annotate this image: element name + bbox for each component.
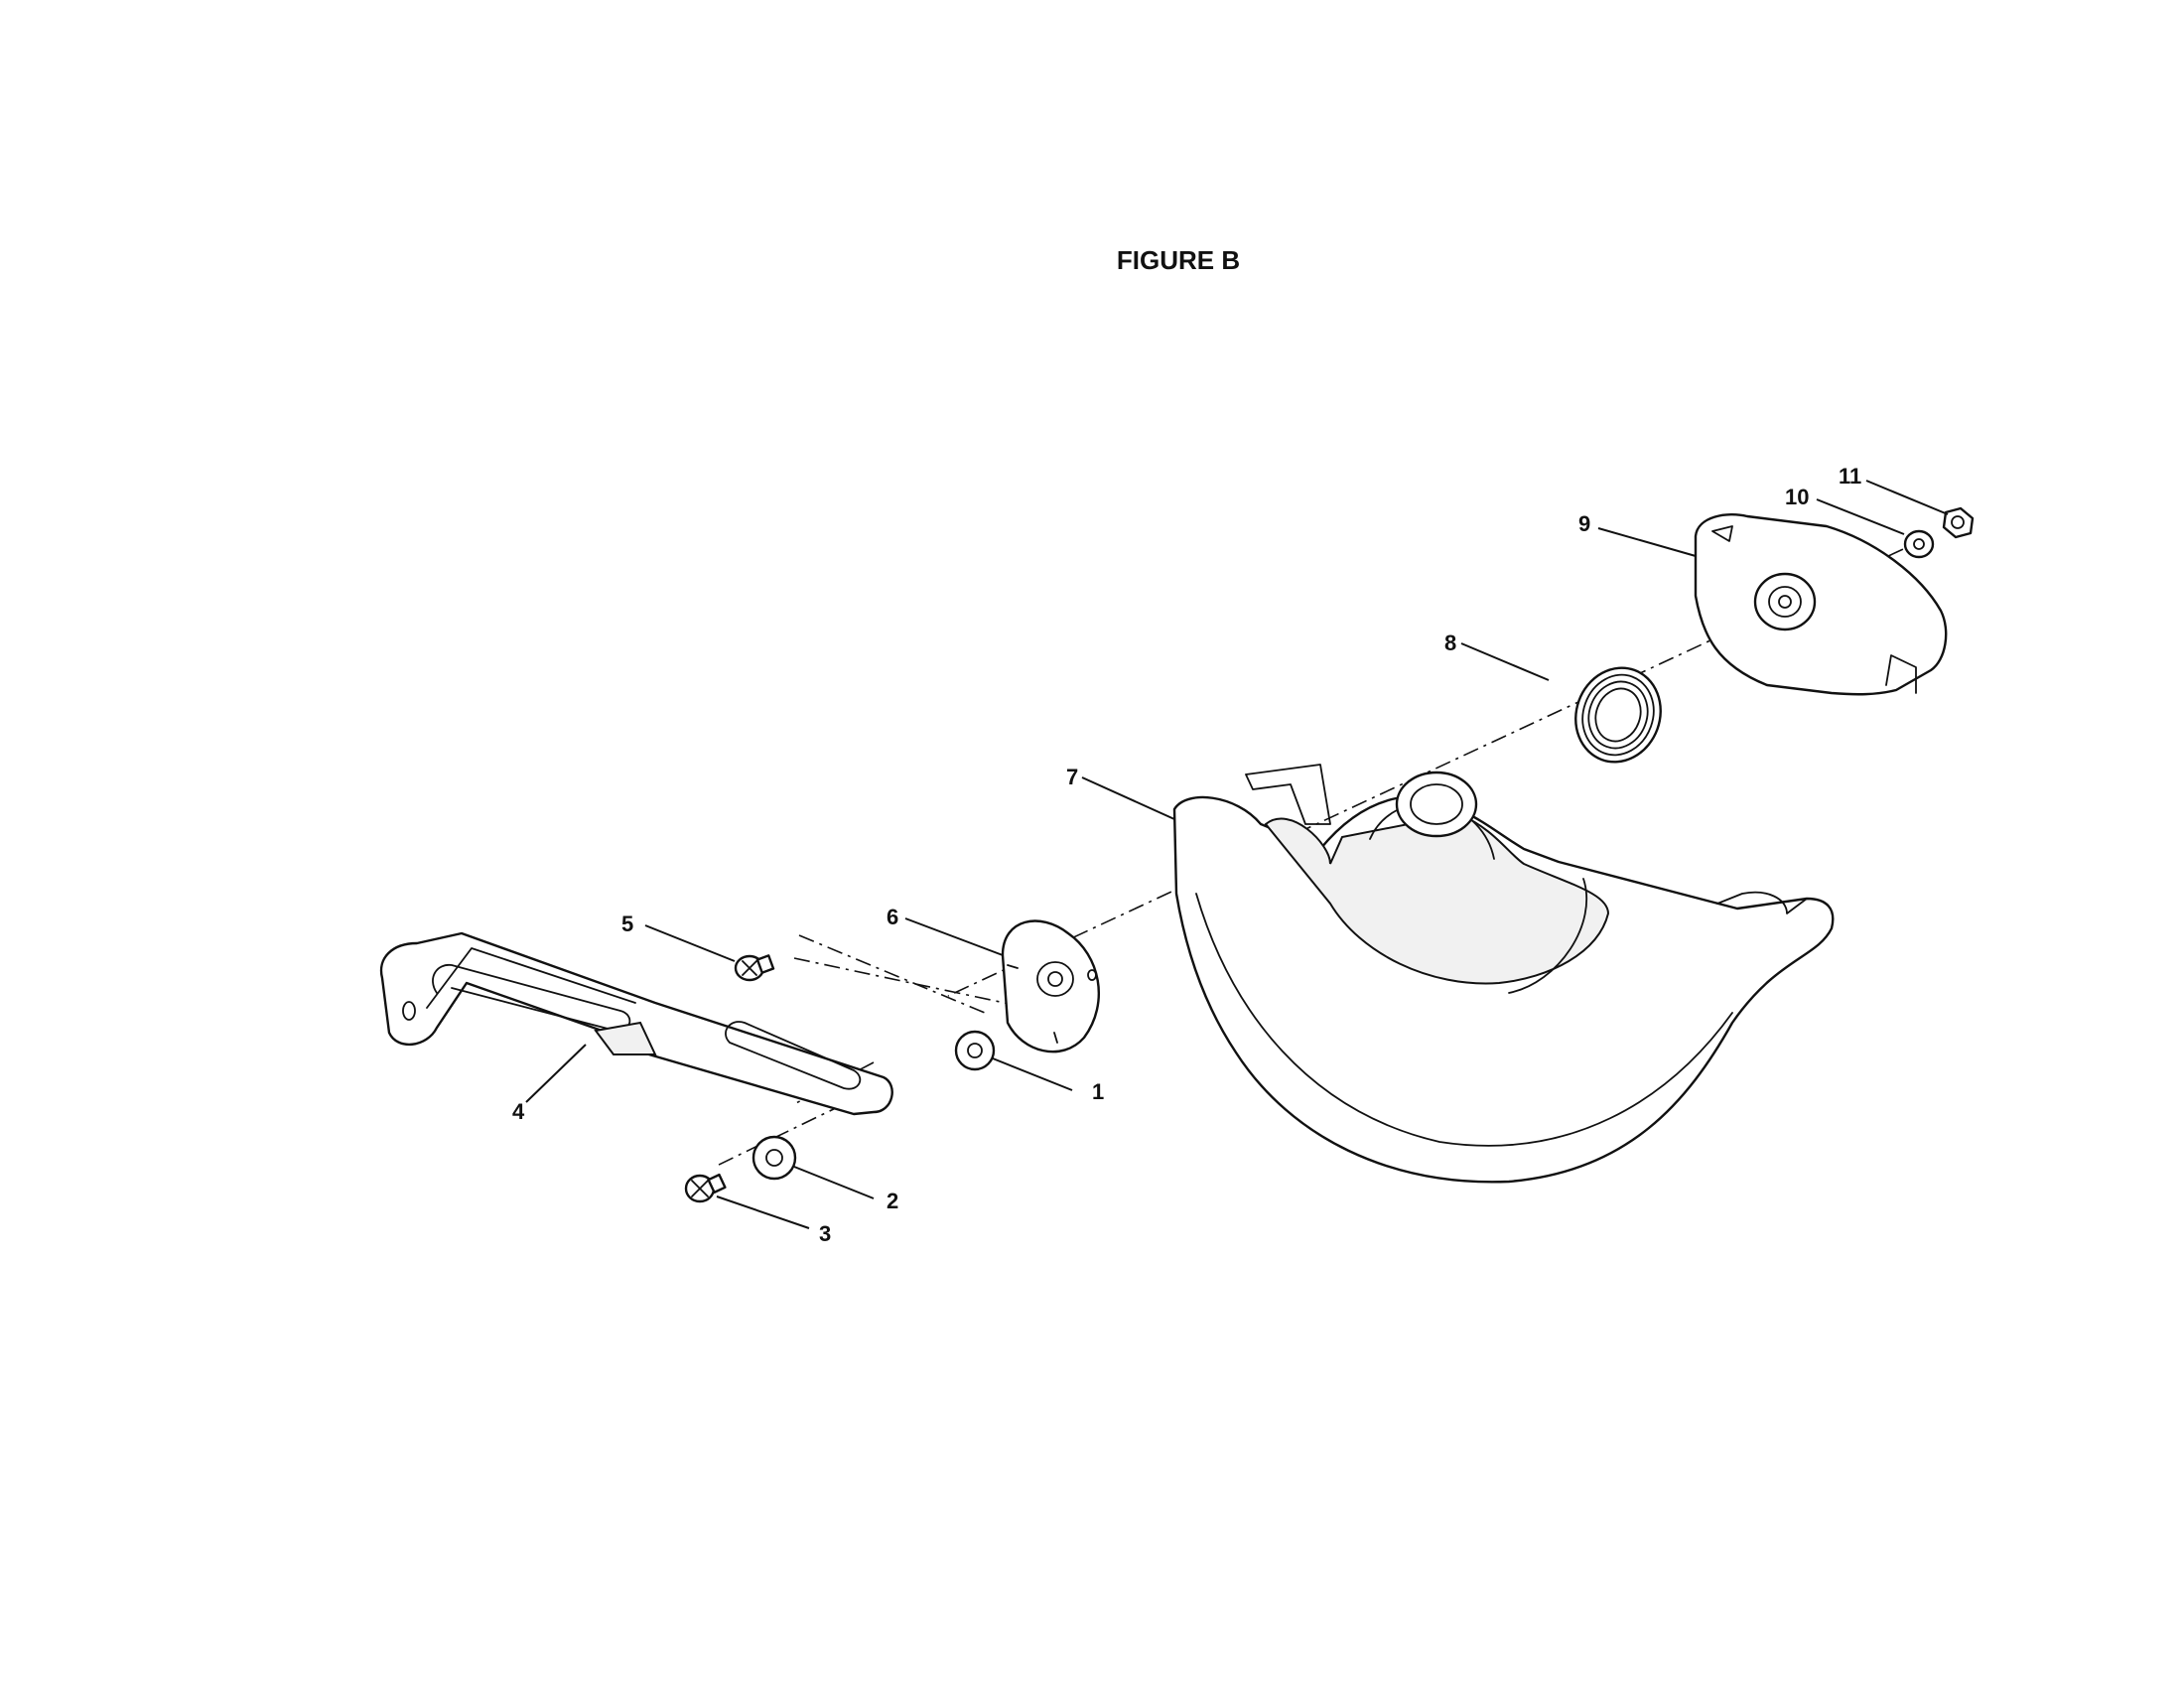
link-arm-icon [379, 931, 893, 1116]
hex-nut-icon [1942, 506, 1975, 539]
callout-7: 7 [1066, 765, 1078, 789]
callout-6: 6 [887, 905, 898, 929]
callout-8: 8 [1444, 631, 1456, 655]
spring-icon [1574, 666, 1662, 764]
callout-5: 5 [621, 912, 633, 936]
axis-segment-washer [947, 946, 1053, 997]
callout-labels: 1 2 3 4 5 6 7 8 9 10 11 [512, 464, 1861, 1246]
guard-cover-icon [1694, 513, 1948, 696]
callout-9: 9 [1578, 511, 1590, 536]
leader-2 [793, 1166, 875, 1199]
lower-blade-guard-icon [1172, 764, 1835, 1184]
callout-10: 10 [1785, 485, 1809, 509]
callout-3: 3 [819, 1221, 831, 1246]
leader-5 [644, 924, 736, 962]
figure-title: FIGURE B [1117, 245, 1240, 275]
callout-leaders [525, 480, 1949, 1229]
leader-3 [716, 1195, 810, 1229]
leader-1 [992, 1057, 1073, 1091]
leader-4 [525, 1044, 587, 1103]
leader-11 [1865, 480, 1949, 515]
leader-10 [1816, 498, 1905, 535]
screw-icon [684, 1173, 727, 1203]
leader-8 [1460, 642, 1550, 681]
axis-segment-screw5-b [798, 934, 986, 1014]
callout-4: 4 [512, 1099, 525, 1124]
callout-11: 11 [1839, 464, 1861, 489]
flange-plate-icon [1001, 919, 1100, 1053]
axis-segment-screw3 [714, 1103, 845, 1168]
washer-icon [751, 1135, 797, 1181]
washer-icon [954, 1030, 996, 1071]
leader-6 [904, 917, 1004, 956]
callout-1: 1 [1092, 1079, 1104, 1104]
washer-icon [1903, 529, 1935, 559]
callout-2: 2 [887, 1189, 898, 1213]
screw-icon [734, 954, 775, 982]
leader-9 [1597, 527, 1697, 557]
leader-7 [1081, 776, 1175, 820]
